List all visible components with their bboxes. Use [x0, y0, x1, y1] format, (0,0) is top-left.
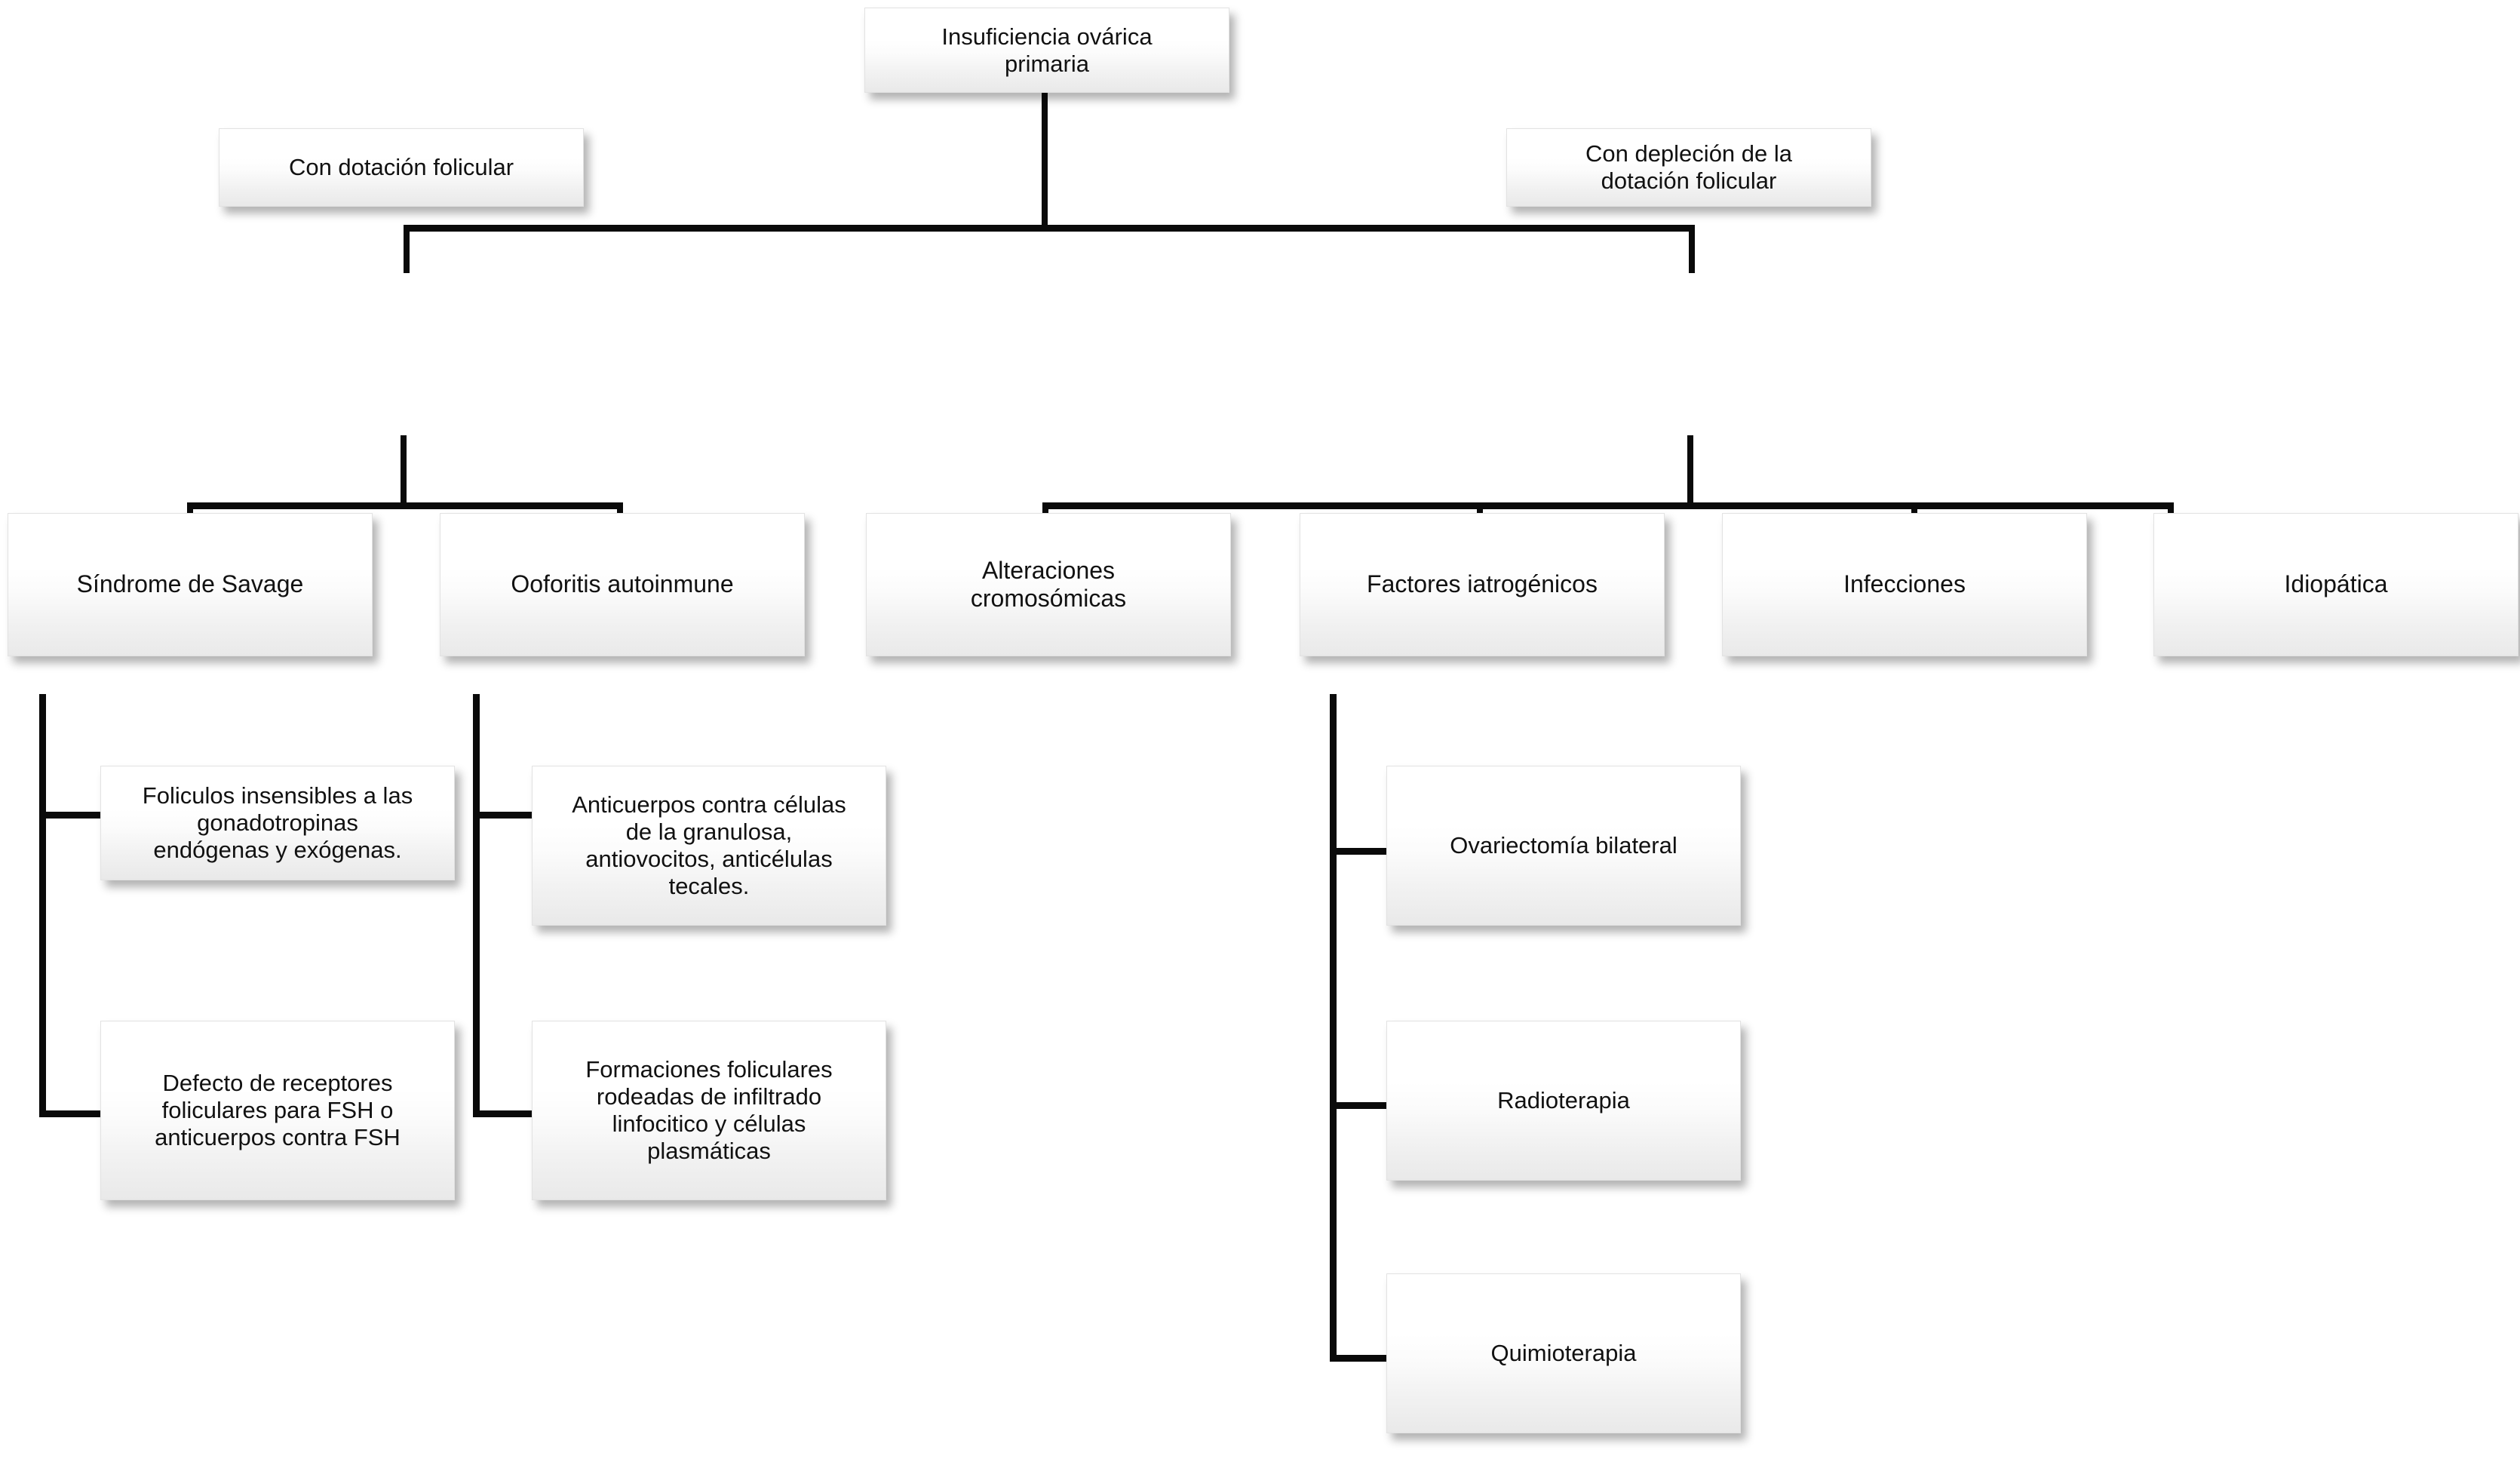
connector-ooforitis-trunk — [473, 694, 480, 1116]
node-ooforitis-label: Ooforitis autoinmune — [511, 570, 734, 598]
connector-left-stem — [401, 435, 407, 507]
node-ooforitis-leaf-1-line3: antiovocitos, anticélulas — [585, 846, 833, 872]
node-ooforitis-leaf-2-line1: Formaciones foliculares — [585, 1056, 833, 1083]
node-savage-leaf-2-line3: anticuerpos contra FSH — [155, 1123, 401, 1150]
node-ooforitis-leaf-1-line4: tecales. — [668, 872, 750, 899]
node-savage-label: Síndrome de Savage — [76, 570, 304, 598]
node-branch-left-label: Con dotación folicular — [288, 154, 514, 181]
connector-iatrogenicos-stub-1 — [1330, 848, 1392, 855]
node-branch-right-line1: Con depleción de la — [1585, 140, 1793, 167]
node-idiopatica-label: Idiopática — [2284, 570, 2388, 598]
connector-ooforitis-stub-1 — [473, 812, 535, 819]
node-savage-leaf-1-line2: gonadotropinas — [197, 809, 358, 837]
node-iatro-leaf-2[interactable]: Radioterapia — [1386, 1021, 1741, 1181]
connector-ooforitis-stub-2 — [473, 1110, 535, 1117]
connector-iatrogenicos-stub-3 — [1330, 1355, 1392, 1362]
node-savage[interactable]: Síndrome de Savage — [8, 513, 373, 656]
node-ooforitis-leaf-1-line2: de la granulosa, — [625, 819, 793, 846]
node-ooforitis[interactable]: Ooforitis autoinmune — [440, 513, 805, 656]
node-root-line1: Insuficiencia ovárica — [941, 23, 1153, 50]
node-iatrogenicos-label: Factores iatrogénicos — [1367, 570, 1598, 598]
node-infecciones[interactable]: Infecciones — [1722, 513, 2087, 656]
node-branch-left[interactable]: Con dotación folicular — [219, 128, 584, 207]
connector-root-drop-right — [1689, 225, 1695, 273]
connector-root-bus — [404, 225, 1695, 232]
connector-right-stem — [1687, 435, 1693, 507]
node-savage-leaf-2-line1: Defecto de receptores — [162, 1070, 393, 1097]
connector-left-bus — [187, 502, 623, 509]
node-iatro-leaf-1-label: Ovariectomía bilateral — [1450, 832, 1677, 859]
node-savage-leaf-2-line2: foliculares para FSH o — [161, 1097, 394, 1124]
node-savage-leaf-1-line1: Foliculos insensibles a las — [142, 782, 413, 809]
node-iatro-leaf-2-label: Radioterapia — [1497, 1087, 1630, 1114]
node-root-line2: primaria — [1005, 50, 1089, 77]
node-infecciones-label: Infecciones — [1843, 570, 1966, 598]
node-savage-leaf-1-line3: endógenas y exógenas. — [153, 836, 402, 863]
node-idiopatica[interactable]: Idiopática — [2153, 513, 2518, 656]
node-branch-right-line2: dotación folicular — [1601, 167, 1777, 194]
node-cromosomicas-line2: cromosómicas — [970, 585, 1127, 612]
connector-savage-stub-2 — [39, 1110, 101, 1117]
connector-iatrogenicos-stub-2 — [1330, 1102, 1392, 1109]
node-iatrogenicos[interactable]: Factores iatrogénicos — [1300, 513, 1665, 656]
node-ooforitis-leaf-1-line1: Anticuerpos contra células — [572, 791, 846, 819]
connector-savage-stub-1 — [39, 812, 101, 819]
connector-savage-trunk — [39, 694, 46, 1116]
connector-right-bus — [1042, 502, 2174, 509]
node-ooforitis-leaf-2-line3: linfocitico y células — [612, 1110, 806, 1137]
node-iatro-leaf-3[interactable]: Quimioterapia — [1386, 1273, 1741, 1433]
connector-iatrogenicos-trunk — [1330, 694, 1337, 1362]
node-ooforitis-leaf-2-line4: plasmáticas — [647, 1137, 771, 1164]
connector-root-stem — [1042, 89, 1048, 229]
node-iatro-leaf-1[interactable]: Ovariectomía bilateral — [1386, 766, 1741, 926]
node-ooforitis-leaf-2-line2: rodeadas de infiltrado — [596, 1083, 822, 1110]
node-cromosomicas-line1: Alteraciones — [981, 556, 1116, 584]
node-iatro-leaf-3-label: Quimioterapia — [1490, 1340, 1637, 1367]
connector-root-drop-left — [404, 225, 410, 273]
